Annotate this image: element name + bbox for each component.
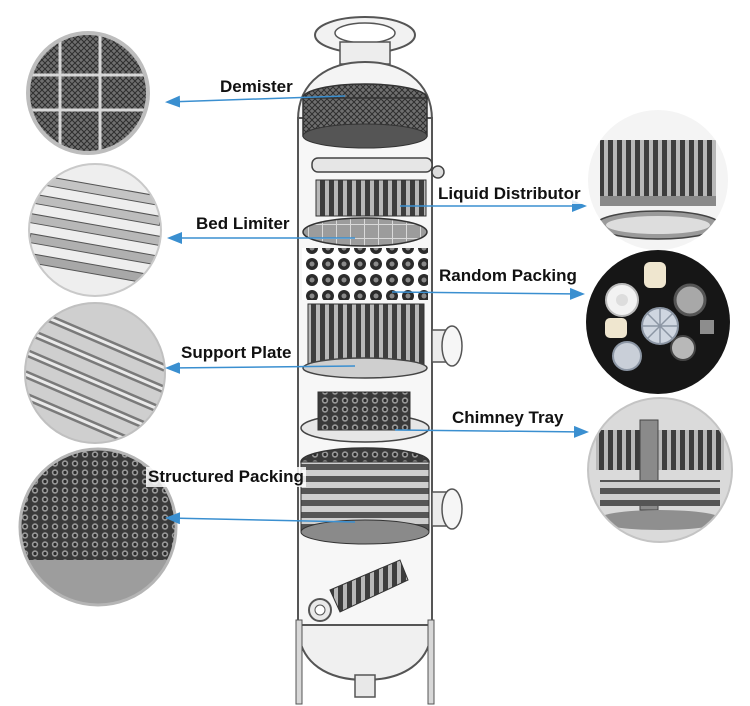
label-bed-limiter: Bed Limiter: [194, 214, 292, 234]
label-demister: Demister: [218, 77, 295, 97]
support-leg: [295, 619, 303, 705]
demister-detail-image: [26, 31, 150, 155]
chimney-tray-arrow: [394, 425, 589, 438]
distributor-header-pipe: [311, 157, 433, 173]
structured-packing-arrow: [165, 512, 356, 525]
support-plate-detail-image: [24, 302, 166, 444]
chimney-tray-detail-image: [587, 397, 733, 543]
label-support-plate: Support Plate: [179, 343, 294, 363]
random-packing-detail-image: [586, 250, 730, 394]
gas-inlet-pipe: [329, 559, 409, 613]
callout-arrows: [165, 95, 589, 525]
label-structured-packing: Structured Packing: [146, 467, 306, 487]
demister-arrow: [165, 95, 346, 108]
label-random-packing: Random Packing: [437, 266, 579, 286]
support-plate-arrow: [165, 361, 356, 374]
bed-limiter-grid: [302, 217, 428, 247]
label-liquid-distributor: Liquid Distributor: [436, 184, 583, 204]
label-chimney-tray: Chimney Tray: [450, 408, 566, 428]
column-vessel: [295, 16, 463, 705]
random-packing-arrow: [391, 287, 585, 300]
support-leg: [427, 619, 435, 705]
support-plate-structure: [307, 303, 425, 365]
random-packing-bed: [302, 248, 428, 300]
liquid-distributor-detail-image: [588, 110, 728, 250]
chimneys: [317, 391, 411, 431]
distributor-troughs: [315, 179, 427, 217]
bottom-head: [296, 624, 434, 682]
bed-limiter-detail-image: [28, 163, 162, 297]
